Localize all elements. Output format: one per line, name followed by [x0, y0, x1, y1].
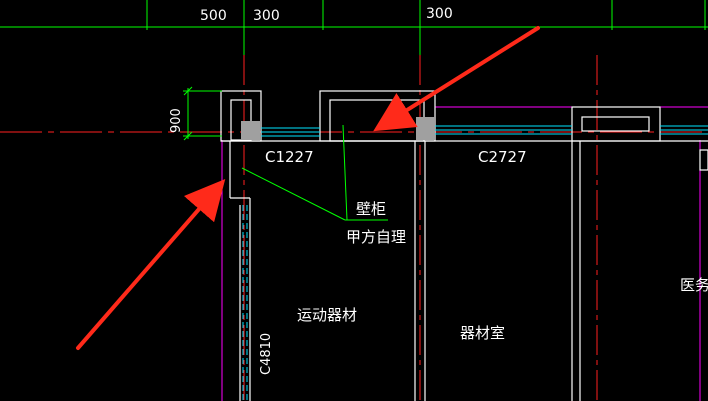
- room-medical-label: 医务: [680, 276, 708, 294]
- column-middle: [416, 117, 435, 140]
- window-lines: [242, 125, 708, 401]
- callout-owner-label: 甲方自理: [346, 228, 406, 246]
- walls: [220, 90, 708, 401]
- window-c4810-label: C4810: [259, 333, 274, 375]
- annotation-arrows: [76, 26, 540, 350]
- dim-300-label-b: 300: [426, 6, 453, 22]
- side-dimension: [183, 86, 222, 141]
- room-equipment-label: 器材室: [460, 324, 505, 342]
- room-sports-equipment-label: 运动器材: [297, 306, 357, 324]
- structural-columns: [241, 117, 435, 140]
- arrow-to-left-closet: [76, 178, 226, 350]
- dim-300-label-a: 300: [253, 8, 280, 24]
- dim-900-label: 900: [169, 108, 184, 133]
- dim-500-label: 500: [200, 8, 227, 24]
- axis-lines: [0, 55, 708, 401]
- top-dimension-lines: [0, 0, 708, 55]
- column-left: [241, 121, 260, 140]
- window-c1227-label: C1227: [265, 148, 314, 166]
- arrow-to-middle-closet: [373, 26, 540, 132]
- callout-leaders: [241, 124, 388, 221]
- callout-closet-label: 壁柜: [356, 200, 386, 218]
- window-c2727-label: C2727: [478, 148, 527, 166]
